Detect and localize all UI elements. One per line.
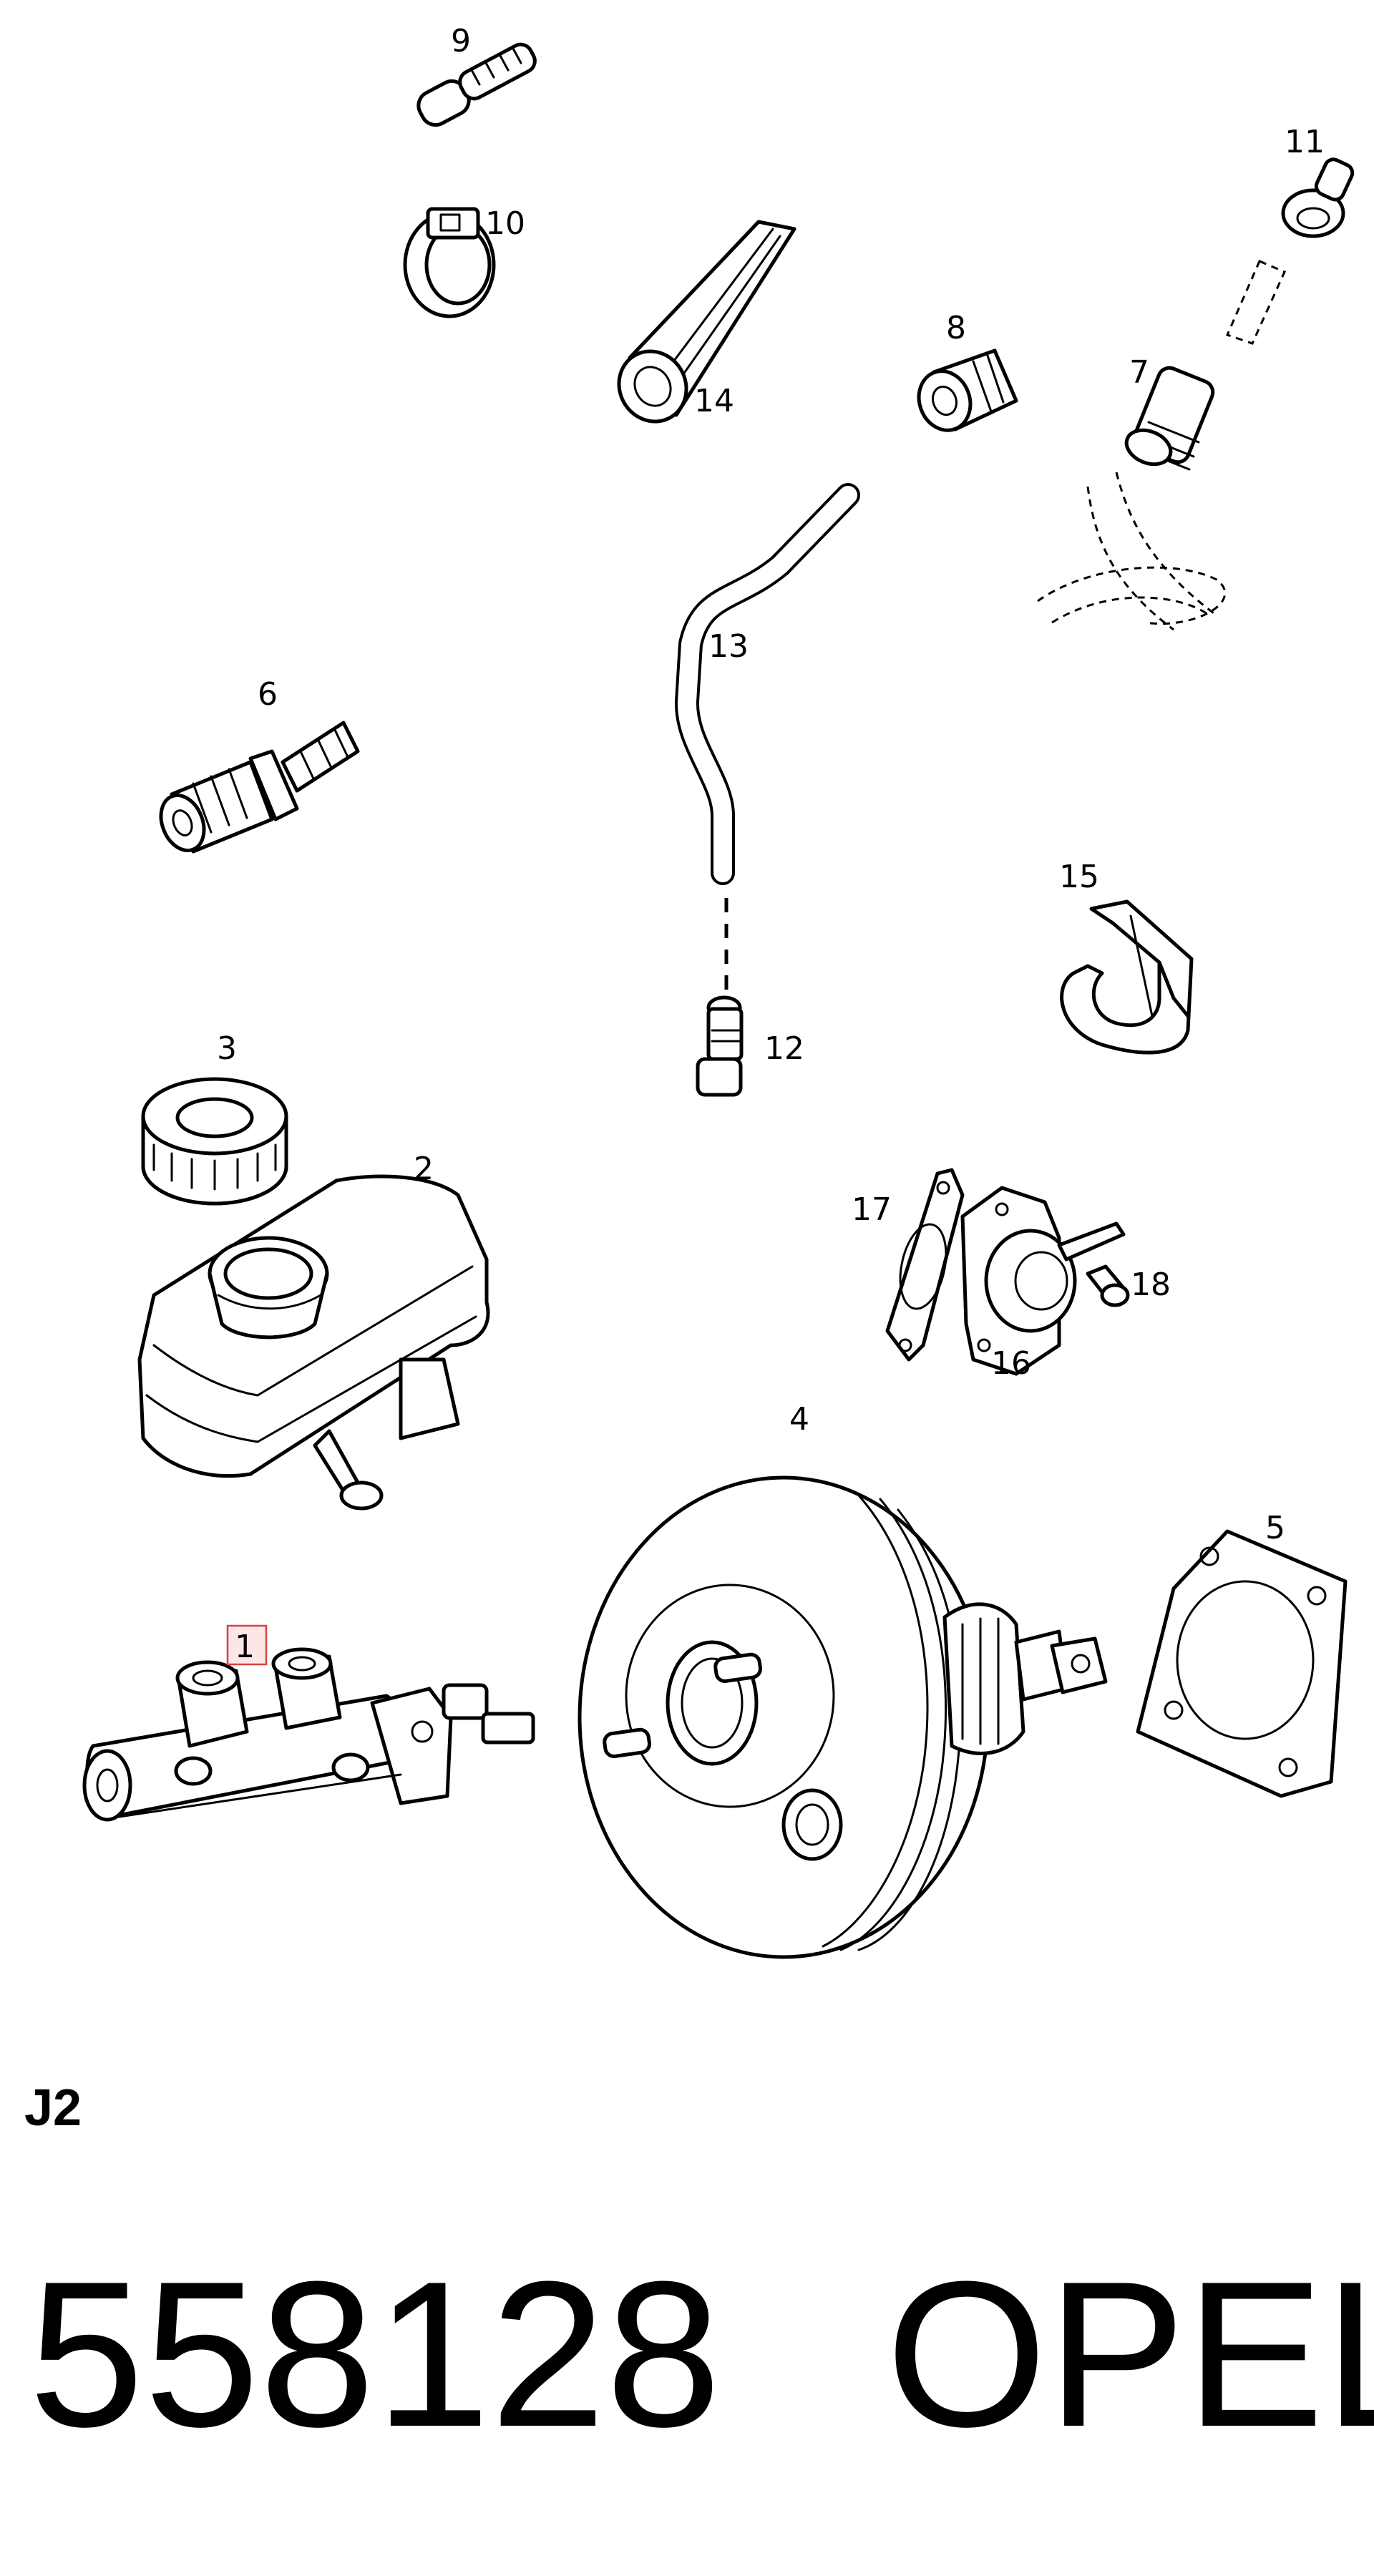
ghost-connector: [1225, 260, 1286, 345]
callout-15[interactable]: 15: [1059, 859, 1099, 895]
brand-name: OPEL: [885, 2238, 1374, 2470]
callout-7[interactable]: 7: [1129, 354, 1149, 391]
part-13-vacuum-hose-bent[interactable]: [675, 483, 860, 885]
callout-14[interactable]: 14: [694, 383, 734, 419]
callout-3[interactable]: 3: [217, 1030, 237, 1067]
callout-2[interactable]: 2: [414, 1151, 434, 1187]
callout-labels: 1 2 3 4 5 6 7 8 9 10 11 12 13 14 15 16 1…: [217, 23, 1325, 1666]
part-3-reservoir-cap[interactable]: [141, 1077, 288, 1206]
part-7-connector[interactable]: [1121, 364, 1216, 471]
highlight-box: [226, 1624, 268, 1666]
part-5-booster-gasket[interactable]: [1136, 1529, 1348, 1798]
part-15-hose-clip[interactable]: [1060, 899, 1194, 1055]
part-17-gasket[interactable]: [885, 1168, 965, 1362]
callout-8[interactable]: 8: [946, 310, 966, 346]
part-11-check-valve-cap[interactable]: [1281, 157, 1355, 238]
callout-5[interactable]: 5: [1265, 1510, 1285, 1546]
part-6-vacuum-fitting[interactable]: [153, 721, 360, 857]
callout-6[interactable]: 6: [258, 676, 278, 713]
callout-10[interactable]: 10: [485, 205, 525, 242]
callout-18[interactable]: 18: [1131, 1267, 1171, 1303]
part-12-elbow-fitting[interactable]: [696, 995, 744, 1097]
callout-11[interactable]: 11: [1285, 124, 1325, 160]
callout-12[interactable]: 12: [764, 1030, 804, 1067]
callout-17[interactable]: 17: [852, 1191, 892, 1228]
footer-caption: 558128 OPEL: [29, 2238, 1374, 2470]
part-16-vacuum-pump[interactable]: [960, 1186, 1126, 1376]
part-1-master-cylinder[interactable]: [82, 1647, 535, 1822]
callout-13[interactable]: 13: [708, 628, 749, 665]
part-9-hose-nipple[interactable]: [414, 41, 539, 130]
callout-4[interactable]: 4: [789, 1401, 809, 1438]
part-14-vacuum-hose[interactable]: [606, 220, 796, 434]
part-10-hose-clamp[interactable]: [403, 207, 496, 318]
part-2-fluid-reservoir[interactable]: [137, 1174, 490, 1511]
part-18-bolt[interactable]: [1086, 1264, 1130, 1307]
exploded-parts-diagram: 1 2 3 4 5 6 7 8 9 10 11 12 13 14 15 16 1…: [82, 23, 1355, 1959]
part-number: 558128: [29, 2238, 721, 2470]
part-4-brake-booster[interactable]: [578, 1475, 1108, 1959]
callout-1[interactable]: 1: [235, 1629, 255, 1665]
ghost-bracket: [1037, 472, 1227, 631]
section-code: J2: [24, 2079, 82, 2137]
part-8-grommet[interactable]: [911, 348, 1018, 437]
callout-16[interactable]: 16: [991, 1345, 1031, 1382]
callout-9[interactable]: 9: [451, 23, 471, 59]
